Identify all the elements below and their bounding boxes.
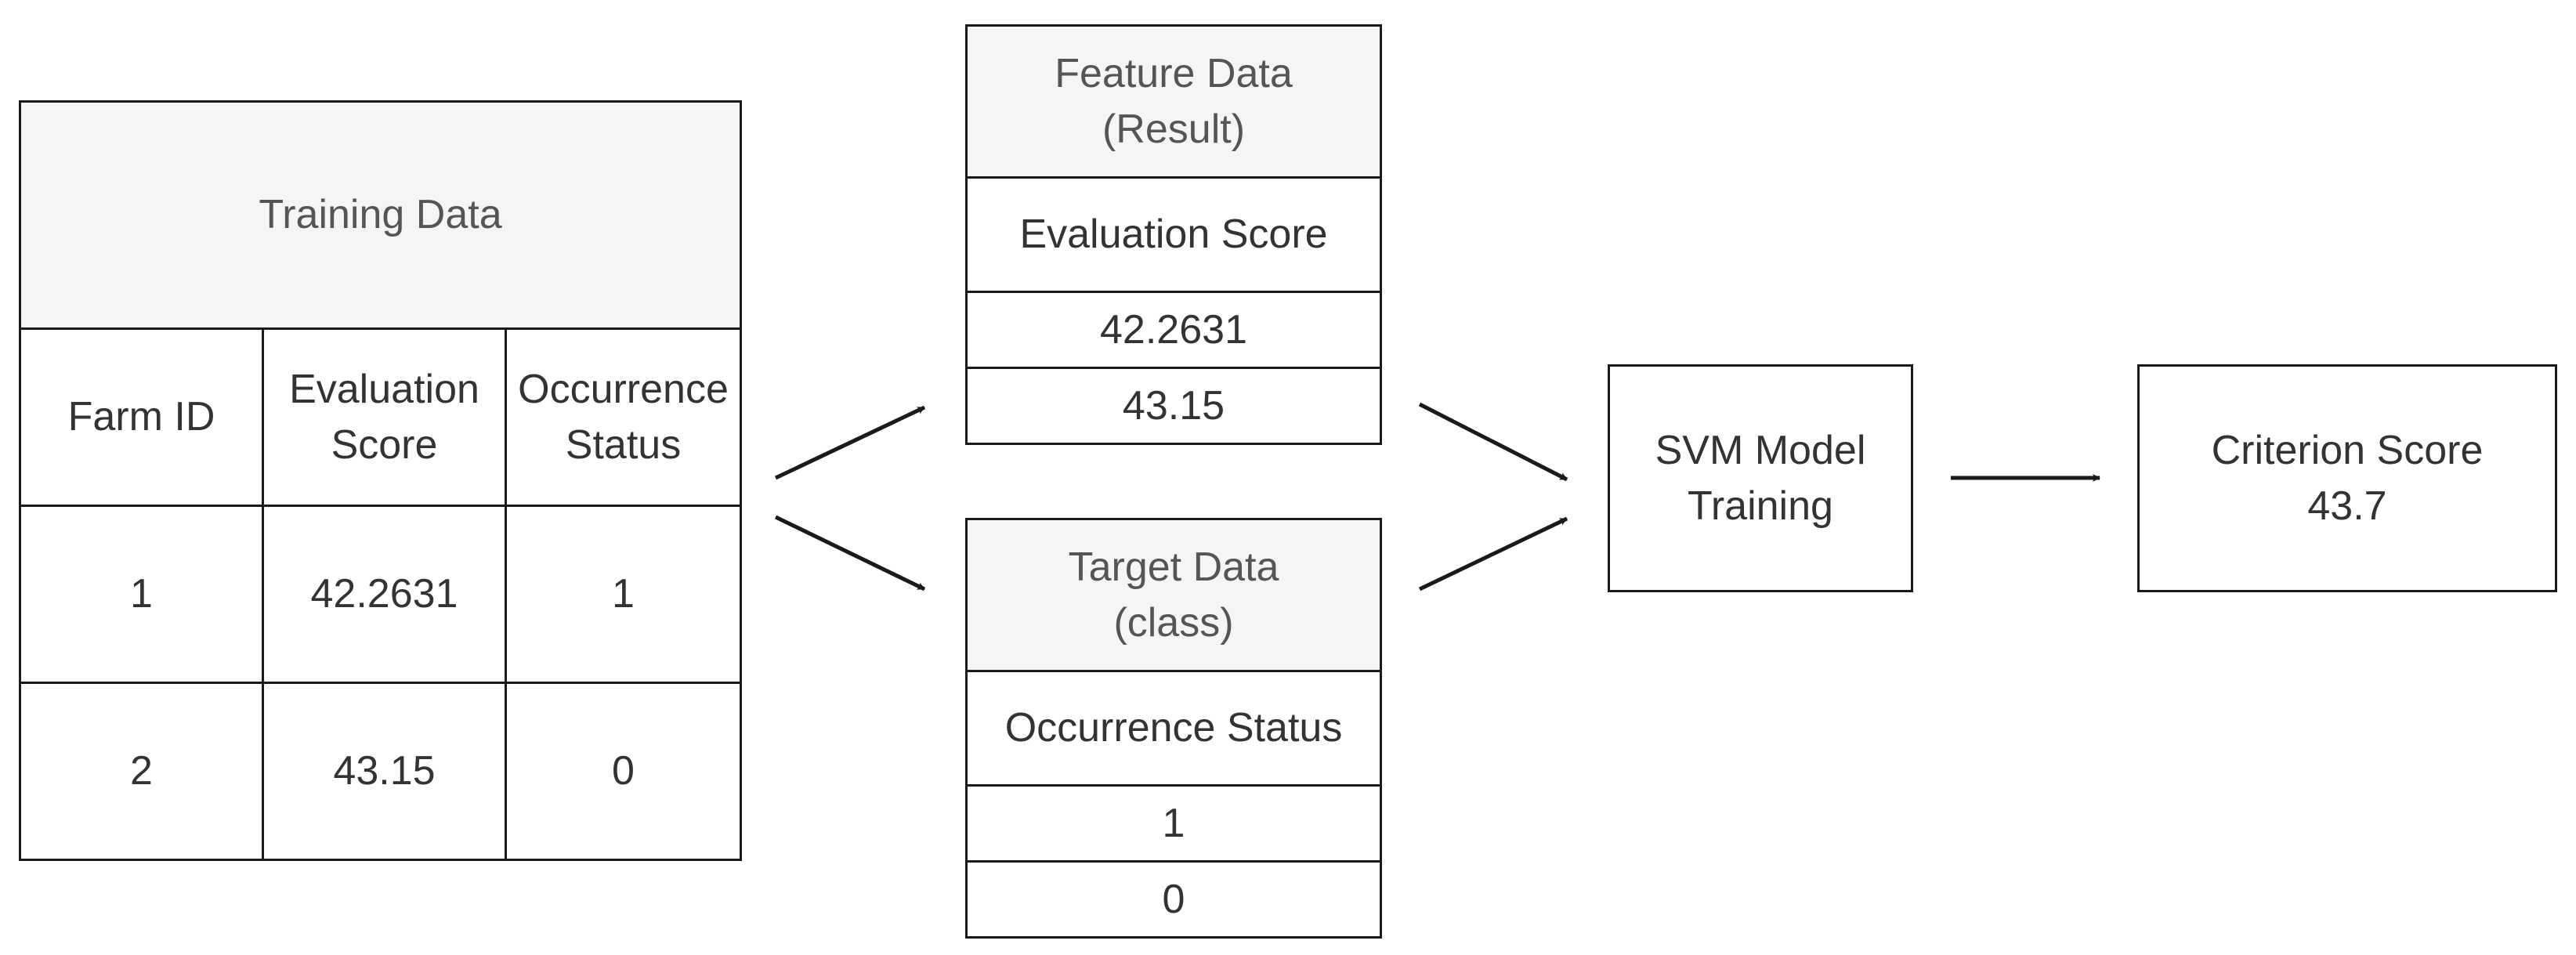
feature-column-header: Evaluation Score [965,176,1382,293]
column-header-evaluation-score: Evaluation Score [262,327,507,507]
feature-data-title: Feature Data (Result) [965,24,1382,179]
list-item: 43.15 [965,367,1382,445]
list-item: 42.2631 [965,291,1382,369]
arrow-target-to-svm [1418,516,1568,591]
table-row: 2 43.15 0 [19,682,743,861]
criterion-score-label: Criterion Score 43.7 [2211,428,2484,529]
cell-occurrence-status: 0 [504,682,743,861]
target-data-title: Target Data (class) [965,518,1382,672]
feature-data-table: Feature Data (Result) Evaluation Score 4… [965,24,1382,445]
arrow-training-to-target [774,515,926,591]
cell-farm-id: 1 [19,505,264,684]
target-data-table: Target Data (class) Occurrence Status 1 … [965,518,1382,939]
cell-farm-id: 2 [19,682,264,861]
feature-value: 43.15 [965,367,1382,445]
list-item: 1 [965,784,1382,863]
training-data-title-text: Training Data [259,192,502,238]
cell-occurrence-status: 1 [504,505,743,684]
criterion-score-node: Criterion Score 43.7 [2137,364,2557,592]
cell-evaluation-score: 42.2631 [262,505,507,684]
feature-value: 42.2631 [965,291,1382,369]
table-row: 1 42.2631 1 [19,505,743,684]
svm-model-training-node: SVM Model Training [1608,364,1913,592]
training-data-title: Training Data [18,100,743,330]
column-header-farm-id: Farm ID [19,327,264,507]
column-header-occurrence-status: Occurrence Status [504,327,743,507]
arrow-feature-to-svm [1418,402,1568,482]
target-column-header: Occurrence Status [965,670,1382,787]
target-value: 0 [965,860,1382,939]
target-value: 1 [965,784,1382,863]
svm-model-training-label: SVM Model Training [1655,428,1866,529]
list-item: 0 [965,860,1382,939]
cell-evaluation-score: 43.15 [262,682,507,861]
arrow-training-to-feature [774,405,926,480]
training-data-table: Training Data Farm ID Evaluation Score O… [18,100,743,861]
